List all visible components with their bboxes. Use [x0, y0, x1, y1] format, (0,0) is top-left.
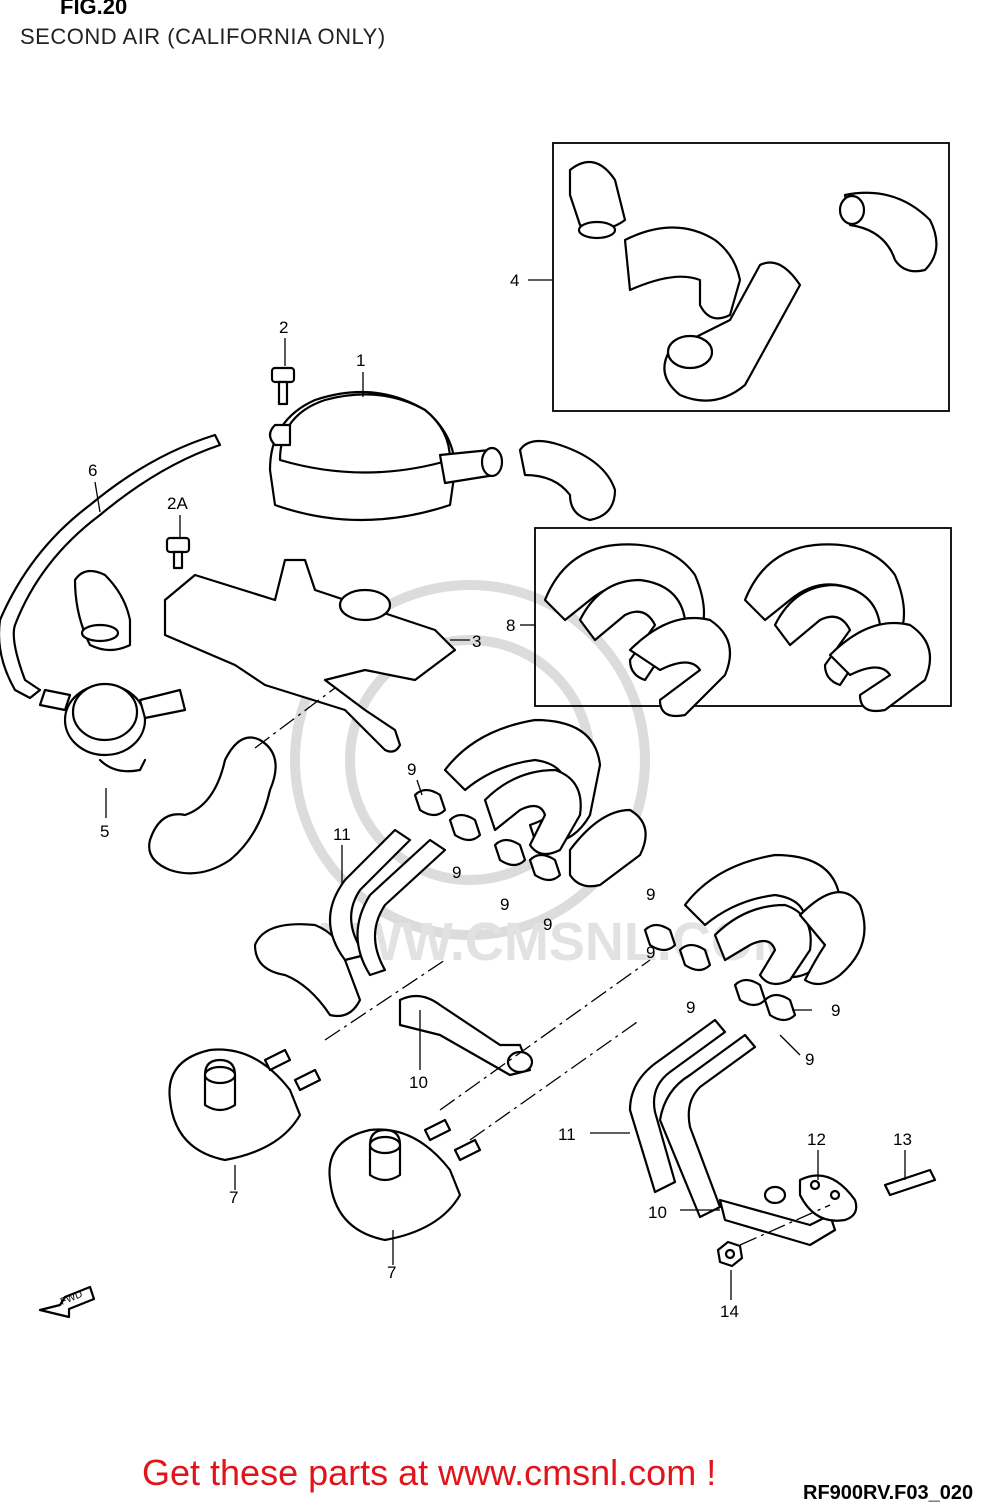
callout-3: 3: [472, 632, 481, 651]
hose-set-8: [543, 543, 932, 718]
callout-9-d: 9: [543, 915, 552, 934]
callout-11-left: 11: [333, 825, 351, 844]
callout-9-e: 9: [646, 885, 655, 904]
callout-2a: 2A: [167, 494, 188, 513]
air-control-valve-1: [268, 390, 617, 522]
assembly-line-1: [254, 687, 336, 749]
bracket-3: [163, 558, 457, 753]
watermark-text: WWW.CMSNL.COM: [300, 912, 798, 972]
callout-labels: 1 2 2A 3 4 5 6 7 7 8 9 9 9 9 9 9 9 9 9 1…: [88, 271, 912, 1321]
callout-8: 8: [506, 616, 515, 635]
gasket-12: [798, 1174, 858, 1222]
assembly-line-5: [739, 1204, 831, 1246]
callout-7-left: 7: [229, 1188, 238, 1207]
cutoff-valve-7-left: [168, 1048, 322, 1162]
callout-11-right: 11: [558, 1125, 576, 1144]
figure-subtitle: SECOND AIR (CALIFORNIA ONLY): [20, 24, 386, 49]
stud-bolt-13: [883, 1168, 937, 1197]
callout-13: 13: [893, 1130, 912, 1149]
elbow-hose-middle: [253, 923, 362, 1018]
group-box-hoses-4: [552, 142, 950, 412]
callout-10-left: 10: [409, 1073, 428, 1092]
pipe-set-middle: [328, 828, 534, 1077]
callout-9-i: 9: [805, 1050, 814, 1069]
callout-14: 14: [720, 1302, 739, 1321]
nut-14: [716, 1240, 744, 1268]
callout-9-c: 9: [500, 895, 509, 914]
bolt-2a: [165, 536, 191, 570]
u-hoses-right: [683, 853, 866, 986]
u-hoses-middle: [443, 718, 647, 888]
leader-lines: [94, 279, 906, 1300]
fwd-arrow-icon: FWD: [38, 1285, 96, 1319]
figure-title: FIG.20: [60, 0, 128, 19]
callout-9-h: 9: [831, 1001, 840, 1020]
elbow-hose-left: [148, 736, 277, 875]
footer-parts-link[interactable]: Get these parts at www.cmsnl.com !: [142, 1452, 717, 1493]
callout-9-a: 9: [407, 760, 416, 779]
callout-9-b: 9: [452, 863, 461, 882]
callout-1: 1: [356, 351, 365, 370]
callout-5: 5: [100, 822, 109, 841]
callout-6: 6: [88, 461, 97, 480]
callout-2: 2: [279, 318, 288, 337]
callout-12: 12: [807, 1130, 826, 1149]
reed-valve-5: [38, 569, 187, 773]
group-box-hoses-8: [534, 527, 952, 707]
callout-10-right: 10: [648, 1203, 667, 1222]
callout-9-g: 9: [686, 998, 695, 1017]
drawing-code: RF900RV.F03_020: [803, 1482, 974, 1504]
watermark: WWW.CMSNL.COM: [290, 580, 798, 972]
hose-clamps-9: [413, 788, 797, 1022]
bolt-2: [270, 366, 296, 406]
hose-6: [0, 433, 222, 700]
callout-9-f: 9: [646, 943, 655, 962]
assembly-line-2: [324, 959, 446, 1041]
cutoff-valve-7-right: [328, 1118, 482, 1242]
pipe-set-right: [628, 1018, 837, 1247]
callout-4: 4: [510, 271, 519, 290]
callout-7-right: 7: [387, 1263, 396, 1282]
assembly-line-3: [439, 959, 651, 1111]
assembly-line-4: [469, 1019, 641, 1141]
hose-set-4: [568, 160, 938, 402]
